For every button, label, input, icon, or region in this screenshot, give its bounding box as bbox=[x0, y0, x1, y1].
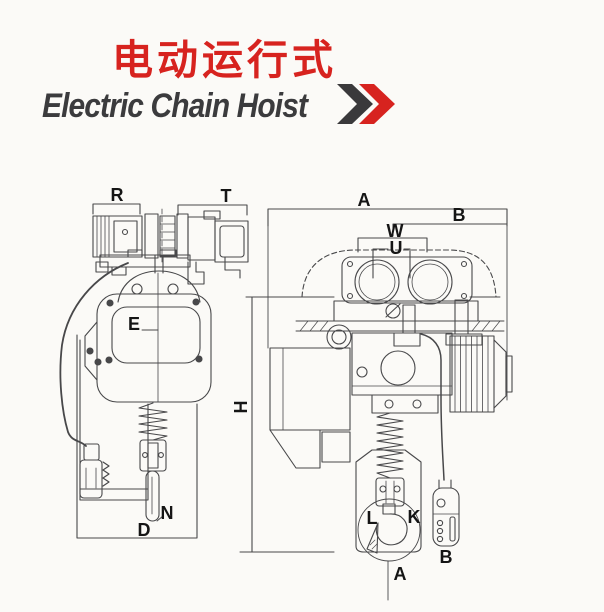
double-chevron-icon bbox=[337, 84, 395, 124]
dim-label-n: N bbox=[160, 503, 174, 523]
dim-label-b-bottom: B bbox=[439, 547, 453, 567]
dim-label-b-top: B bbox=[452, 205, 466, 225]
dim-label-h: H bbox=[230, 400, 250, 414]
dim-label-r: R bbox=[110, 185, 124, 205]
dim-label-l: L bbox=[366, 508, 378, 528]
page-title-chinese: 电动运行式 bbox=[112, 36, 337, 84]
dim-label-w: W bbox=[386, 221, 404, 241]
dim-label-d: D bbox=[137, 520, 151, 540]
h-dimension-line bbox=[239, 296, 335, 553]
front-view-drawing bbox=[59, 203, 249, 539]
page-title-row: Electric Chain Hoist bbox=[42, 86, 343, 128]
dim-label-a-bottom: A bbox=[393, 564, 407, 584]
dim-label-u: U bbox=[389, 238, 403, 258]
dim-label-a-top: A bbox=[357, 190, 371, 210]
dim-label-t: T bbox=[220, 186, 232, 206]
side-view-drawing bbox=[267, 208, 513, 601]
page-title-english: Electric Chain Hoist bbox=[42, 87, 308, 125]
dim-label-k: K bbox=[407, 507, 421, 527]
dim-label-e: E bbox=[127, 314, 141, 334]
